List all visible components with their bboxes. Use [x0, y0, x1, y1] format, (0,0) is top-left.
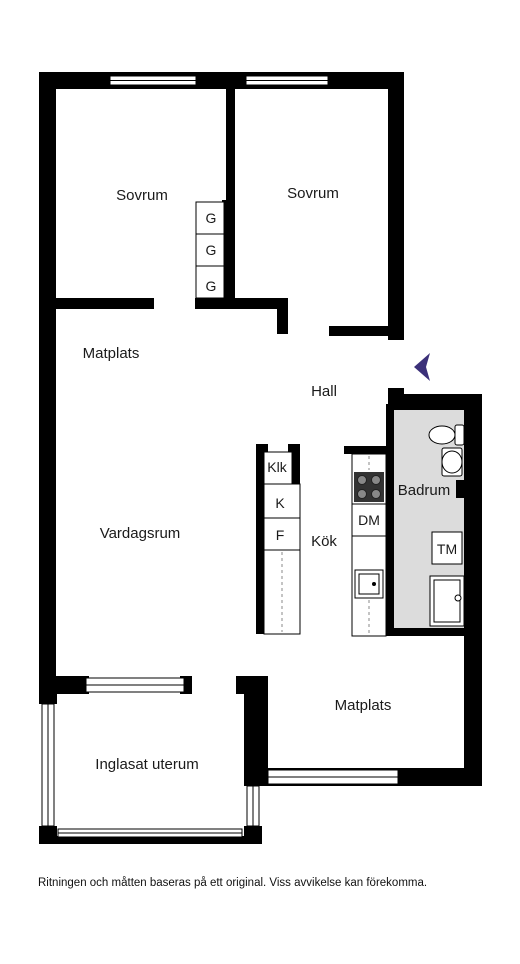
- windows: [41, 75, 399, 838]
- room-label-sovrum-left: Sovrum: [116, 187, 168, 204]
- kitchen-island: [263, 451, 301, 635]
- sink-icon: [354, 569, 384, 599]
- room-label-matplats-top: Matplats: [83, 345, 140, 362]
- room-label-sovrum-right: Sovrum: [287, 185, 339, 202]
- wardrobe-unit: [195, 201, 225, 299]
- wardrobe-label-2: G: [206, 242, 217, 258]
- shower-icon: [429, 575, 465, 627]
- wardrobe-label-3: G: [206, 278, 217, 294]
- room-label-uterum: Inglasat uterum: [95, 756, 198, 773]
- room-label-vardagsrum: Vardagsrum: [100, 525, 181, 542]
- entrance-arrow-icon: [414, 353, 430, 381]
- wardrobe-label-1: G: [206, 210, 217, 226]
- room-label-badrum: Badrum: [398, 482, 451, 499]
- tm-label: TM: [437, 541, 457, 557]
- tm-box: [431, 531, 463, 565]
- klk-label: Klk: [267, 459, 287, 475]
- room-label-hall: Hall: [311, 383, 337, 400]
- k-label: K: [275, 495, 285, 511]
- disclaimer-text: Ritningen och måtten baseras på ett orig…: [38, 877, 428, 889]
- room-label-matplats-bottom: Matplats: [335, 697, 392, 714]
- f-label: F: [276, 527, 285, 543]
- toilet-icon: [428, 424, 465, 446]
- dm-label: DM: [358, 512, 380, 528]
- room-label-kok: Kök: [311, 533, 337, 550]
- washbasin-icon: [441, 447, 463, 477]
- stove-icon: [354, 472, 384, 502]
